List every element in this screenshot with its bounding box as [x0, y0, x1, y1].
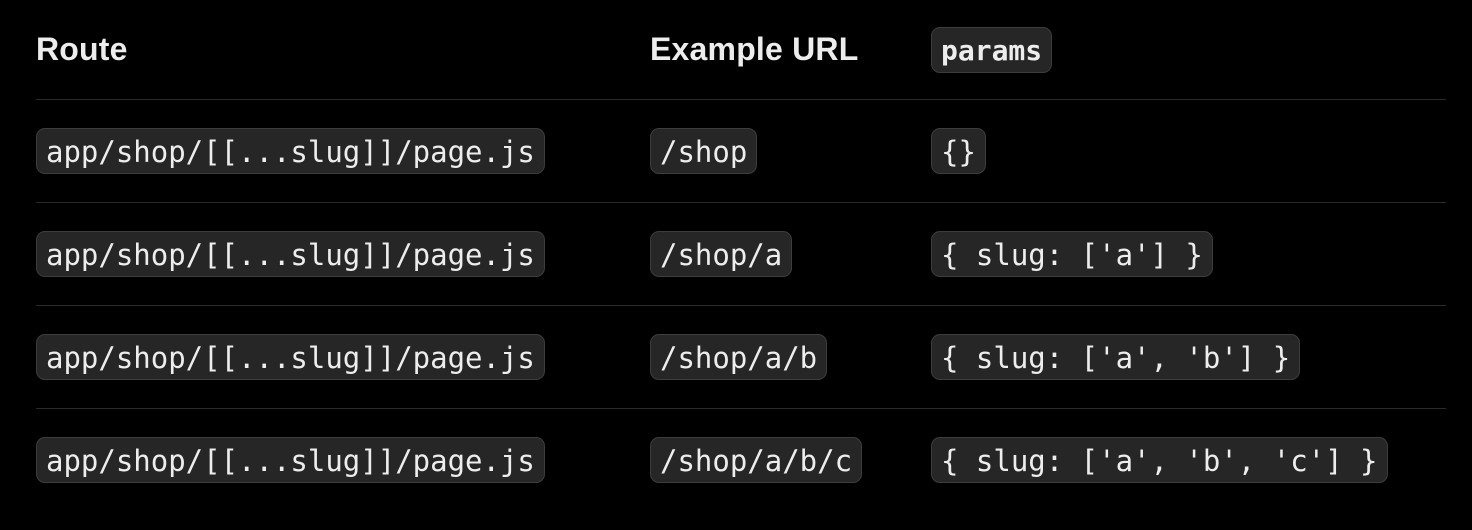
url-cell: /shop/a — [650, 203, 793, 305]
route-cell: app/shop/[[...slug]]/page.js — [36, 203, 545, 305]
route-code: app/shop/[[...slug]]/page.js — [36, 437, 545, 483]
url-code: /shop/a/b — [650, 334, 828, 380]
table-row: app/shop/[[...slug]]/page.js /shop/a/b/c… — [36, 409, 1446, 511]
params-cell: {} — [931, 100, 986, 202]
url-cell: /shop/a/b/c — [650, 409, 863, 511]
route-cell: app/shop/[[...slug]]/page.js — [36, 306, 545, 408]
params-code: { slug: ['a'] } — [931, 231, 1213, 277]
url-cell: /shop — [650, 100, 758, 202]
header-cell-params: params — [931, 0, 1053, 99]
routes-table: Route Example URL params app/shop/[[...s… — [36, 0, 1446, 511]
url-code: /shop/a/b/c — [650, 437, 863, 483]
route-cell: app/shop/[[...slug]]/page.js — [36, 100, 545, 202]
url-code: /shop/a — [650, 231, 793, 277]
route-code: app/shop/[[...slug]]/page.js — [36, 128, 545, 174]
route-code: app/shop/[[...slug]]/page.js — [36, 231, 545, 277]
header-params: params — [931, 26, 1053, 73]
route-code: app/shop/[[...slug]]/page.js — [36, 334, 545, 380]
params-code: {} — [931, 128, 986, 174]
table-row: app/shop/[[...slug]]/page.js /shop {} — [36, 100, 1446, 203]
table-row: app/shop/[[...slug]]/page.js /shop/a/b {… — [36, 306, 1446, 409]
params-cell: { slug: ['a'] } — [931, 203, 1213, 305]
params-cell: { slug: ['a', 'b', 'c'] } — [931, 409, 1388, 511]
header-cell-example-url: Example URL — [650, 0, 858, 99]
params-code: { slug: ['a', 'b', 'c'] } — [931, 437, 1388, 483]
table-row: app/shop/[[...slug]]/page.js /shop/a { s… — [36, 203, 1446, 306]
header-cell-route: Route — [36, 0, 128, 99]
header-route: Route — [36, 31, 128, 67]
route-cell: app/shop/[[...slug]]/page.js — [36, 409, 545, 511]
header-example-url: Example URL — [650, 31, 859, 67]
table-header-row: Route Example URL params — [36, 0, 1446, 100]
params-cell: { slug: ['a', 'b'] } — [931, 306, 1301, 408]
url-code: /shop — [650, 128, 758, 174]
url-cell: /shop/a/b — [650, 306, 828, 408]
params-code: { slug: ['a', 'b'] } — [931, 334, 1301, 380]
